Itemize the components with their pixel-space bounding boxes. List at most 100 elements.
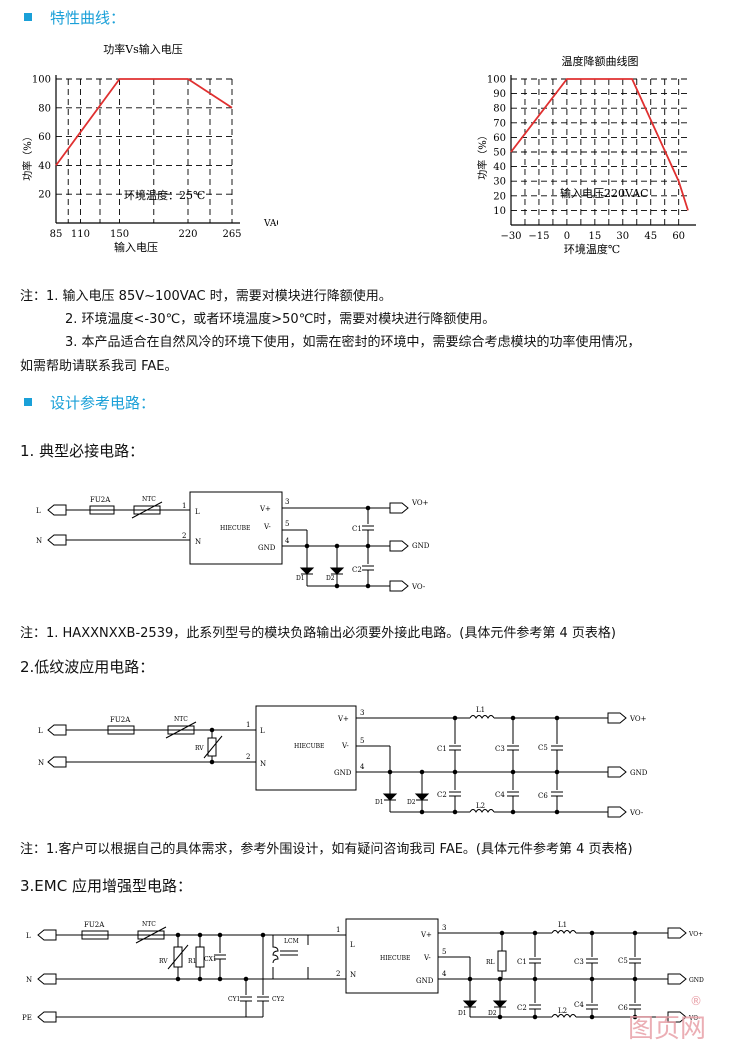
y-tick-label: 40 xyxy=(38,161,51,172)
input-terminal-PE xyxy=(37,1011,57,1023)
svg-text:NTC: NTC xyxy=(142,496,156,503)
svg-text:C6: C6 xyxy=(538,792,548,800)
diode-d1 xyxy=(299,567,315,575)
svg-text:N: N xyxy=(26,976,32,984)
svg-text:N: N xyxy=(350,971,356,979)
chart2-grid xyxy=(510,78,688,225)
svg-text:1: 1 xyxy=(336,926,340,934)
svg-text:GND: GND xyxy=(630,769,648,777)
svg-text:GND: GND xyxy=(412,542,430,550)
note-line-1: 注：1. 输入电压 85V~100VAC 时，需要对模块进行降额使用。 xyxy=(20,289,392,304)
x-tick-label: 110 xyxy=(71,229,90,240)
svg-text:C2: C2 xyxy=(437,791,447,799)
fuse xyxy=(81,930,109,940)
y-tick-label: 20 xyxy=(38,190,51,201)
svg-text:L: L xyxy=(260,727,265,735)
diode-d1 xyxy=(462,1000,478,1008)
svg-text:L1: L1 xyxy=(476,706,485,714)
svg-text:VO-: VO- xyxy=(411,583,426,591)
output-terminal-vo-minus xyxy=(667,1011,687,1023)
svg-text:1: 1 xyxy=(182,502,186,510)
y-tick-label: 100 xyxy=(32,75,51,86)
y-tick-label: 10 xyxy=(493,206,506,217)
svg-text:1: 1 xyxy=(246,721,250,729)
ntc-thermistor xyxy=(167,725,195,735)
watermark-logo: 图页网 xyxy=(628,1014,707,1044)
y-tick-label: 30 xyxy=(493,177,506,188)
svg-text:V+: V+ xyxy=(420,931,432,939)
svg-text:V+: V+ xyxy=(259,505,271,513)
svg-text:GND: GND xyxy=(258,544,276,552)
chart2-series xyxy=(510,78,689,211)
svg-text:C4: C4 xyxy=(574,1001,584,1009)
svg-text:L: L xyxy=(195,508,200,516)
y-tick-label: 100 xyxy=(487,75,506,86)
chart1-ylabel: 功率（%） xyxy=(21,131,34,181)
output-terminal-vo-plus xyxy=(389,502,409,514)
circuit1-heading: 1. 典型必接电路： xyxy=(20,442,145,460)
svg-text:3: 3 xyxy=(360,709,364,717)
varistor-rv xyxy=(207,737,217,757)
series-line xyxy=(55,78,233,166)
note-line-2: 2. 环境温度<-30℃，或者环境温度>50℃时，需要对模块进行降额使用。 xyxy=(65,312,496,327)
chart1-annotation: 环境温度：25℃ xyxy=(124,188,205,202)
svg-text:2: 2 xyxy=(336,970,340,978)
x-tick-label: 150 xyxy=(110,229,129,240)
diode-d2 xyxy=(414,793,430,801)
x-tick-label: −30 xyxy=(500,231,521,242)
output-terminal-vo-minus xyxy=(389,580,409,592)
svg-text:NTC: NTC xyxy=(142,921,156,928)
svg-text:D1: D1 xyxy=(375,799,384,806)
svg-text:C1: C1 xyxy=(437,745,447,753)
fuse xyxy=(107,725,135,735)
svg-text:GND: GND xyxy=(416,977,434,985)
output-terminal-vo-plus xyxy=(667,927,687,939)
svg-text:LCM: LCM xyxy=(284,938,299,945)
svg-text:C6: C6 xyxy=(618,1004,628,1012)
svg-text:4: 4 xyxy=(285,537,290,545)
x-tick-label: 220 xyxy=(178,229,197,240)
svg-text:CY2: CY2 xyxy=(272,996,285,1003)
x-tick-label: 15 xyxy=(588,231,601,242)
svg-text:C4: C4 xyxy=(495,791,505,799)
chart2-ylabel: 功率（%） xyxy=(476,130,489,180)
note-line-3: 3. 本产品适合在自然风冷的环境下使用，如需在密封的环境中，需要综合考虑模块的功… xyxy=(65,335,641,350)
chart1-xlabel: 输入电压 xyxy=(114,240,158,254)
circuit2-diagram: L N FU2A NTC RV 1 2 L N HIECUBE V+ V- GN… xyxy=(38,705,648,818)
output-terminal-gnd xyxy=(389,540,409,552)
svg-text:L1: L1 xyxy=(558,921,567,929)
svg-text:N: N xyxy=(195,538,201,546)
y-tick-label: 90 xyxy=(493,89,506,100)
svg-text:VO+: VO+ xyxy=(629,715,647,723)
svg-text:GND: GND xyxy=(689,977,704,984)
svg-text:NTC: NTC xyxy=(174,716,188,723)
svg-text:FU2A: FU2A xyxy=(84,921,105,929)
svg-text:RV: RV xyxy=(159,958,168,965)
y-tick-label: 80 xyxy=(38,103,51,114)
x-tick-label: 30 xyxy=(616,231,629,242)
circuit2-heading: 2.低纹波应用电路： xyxy=(20,658,155,676)
output-terminal-vo-plus xyxy=(607,712,627,724)
svg-text:GND: GND xyxy=(334,769,352,777)
svg-text:RV: RV xyxy=(195,745,204,752)
svg-text:5: 5 xyxy=(442,948,446,956)
resistor-rl xyxy=(497,950,507,972)
diode-d2 xyxy=(329,567,345,575)
svg-text:FU2A: FU2A xyxy=(110,716,131,724)
svg-text:2: 2 xyxy=(182,532,186,540)
input-terminal-L xyxy=(47,724,67,736)
svg-text:R1: R1 xyxy=(188,958,196,965)
resistor-r1 xyxy=(195,946,205,968)
input-terminal-N xyxy=(47,756,67,768)
svg-text:HIECUBE: HIECUBE xyxy=(380,955,410,962)
watermark-reg: ® xyxy=(690,994,702,1008)
x-tick-label: 45 xyxy=(644,231,657,242)
ntc-thermistor xyxy=(133,505,161,515)
circuit2-note: 注：1.客户可以根据自己的具体需求，参考外围设计，如有疑问咨询我司 FAE。(具… xyxy=(20,842,633,857)
svg-text:D2: D2 xyxy=(488,1010,497,1017)
section-title-curves: 特性曲线： xyxy=(50,9,126,27)
section-title-design: 设计参考电路： xyxy=(50,394,156,412)
